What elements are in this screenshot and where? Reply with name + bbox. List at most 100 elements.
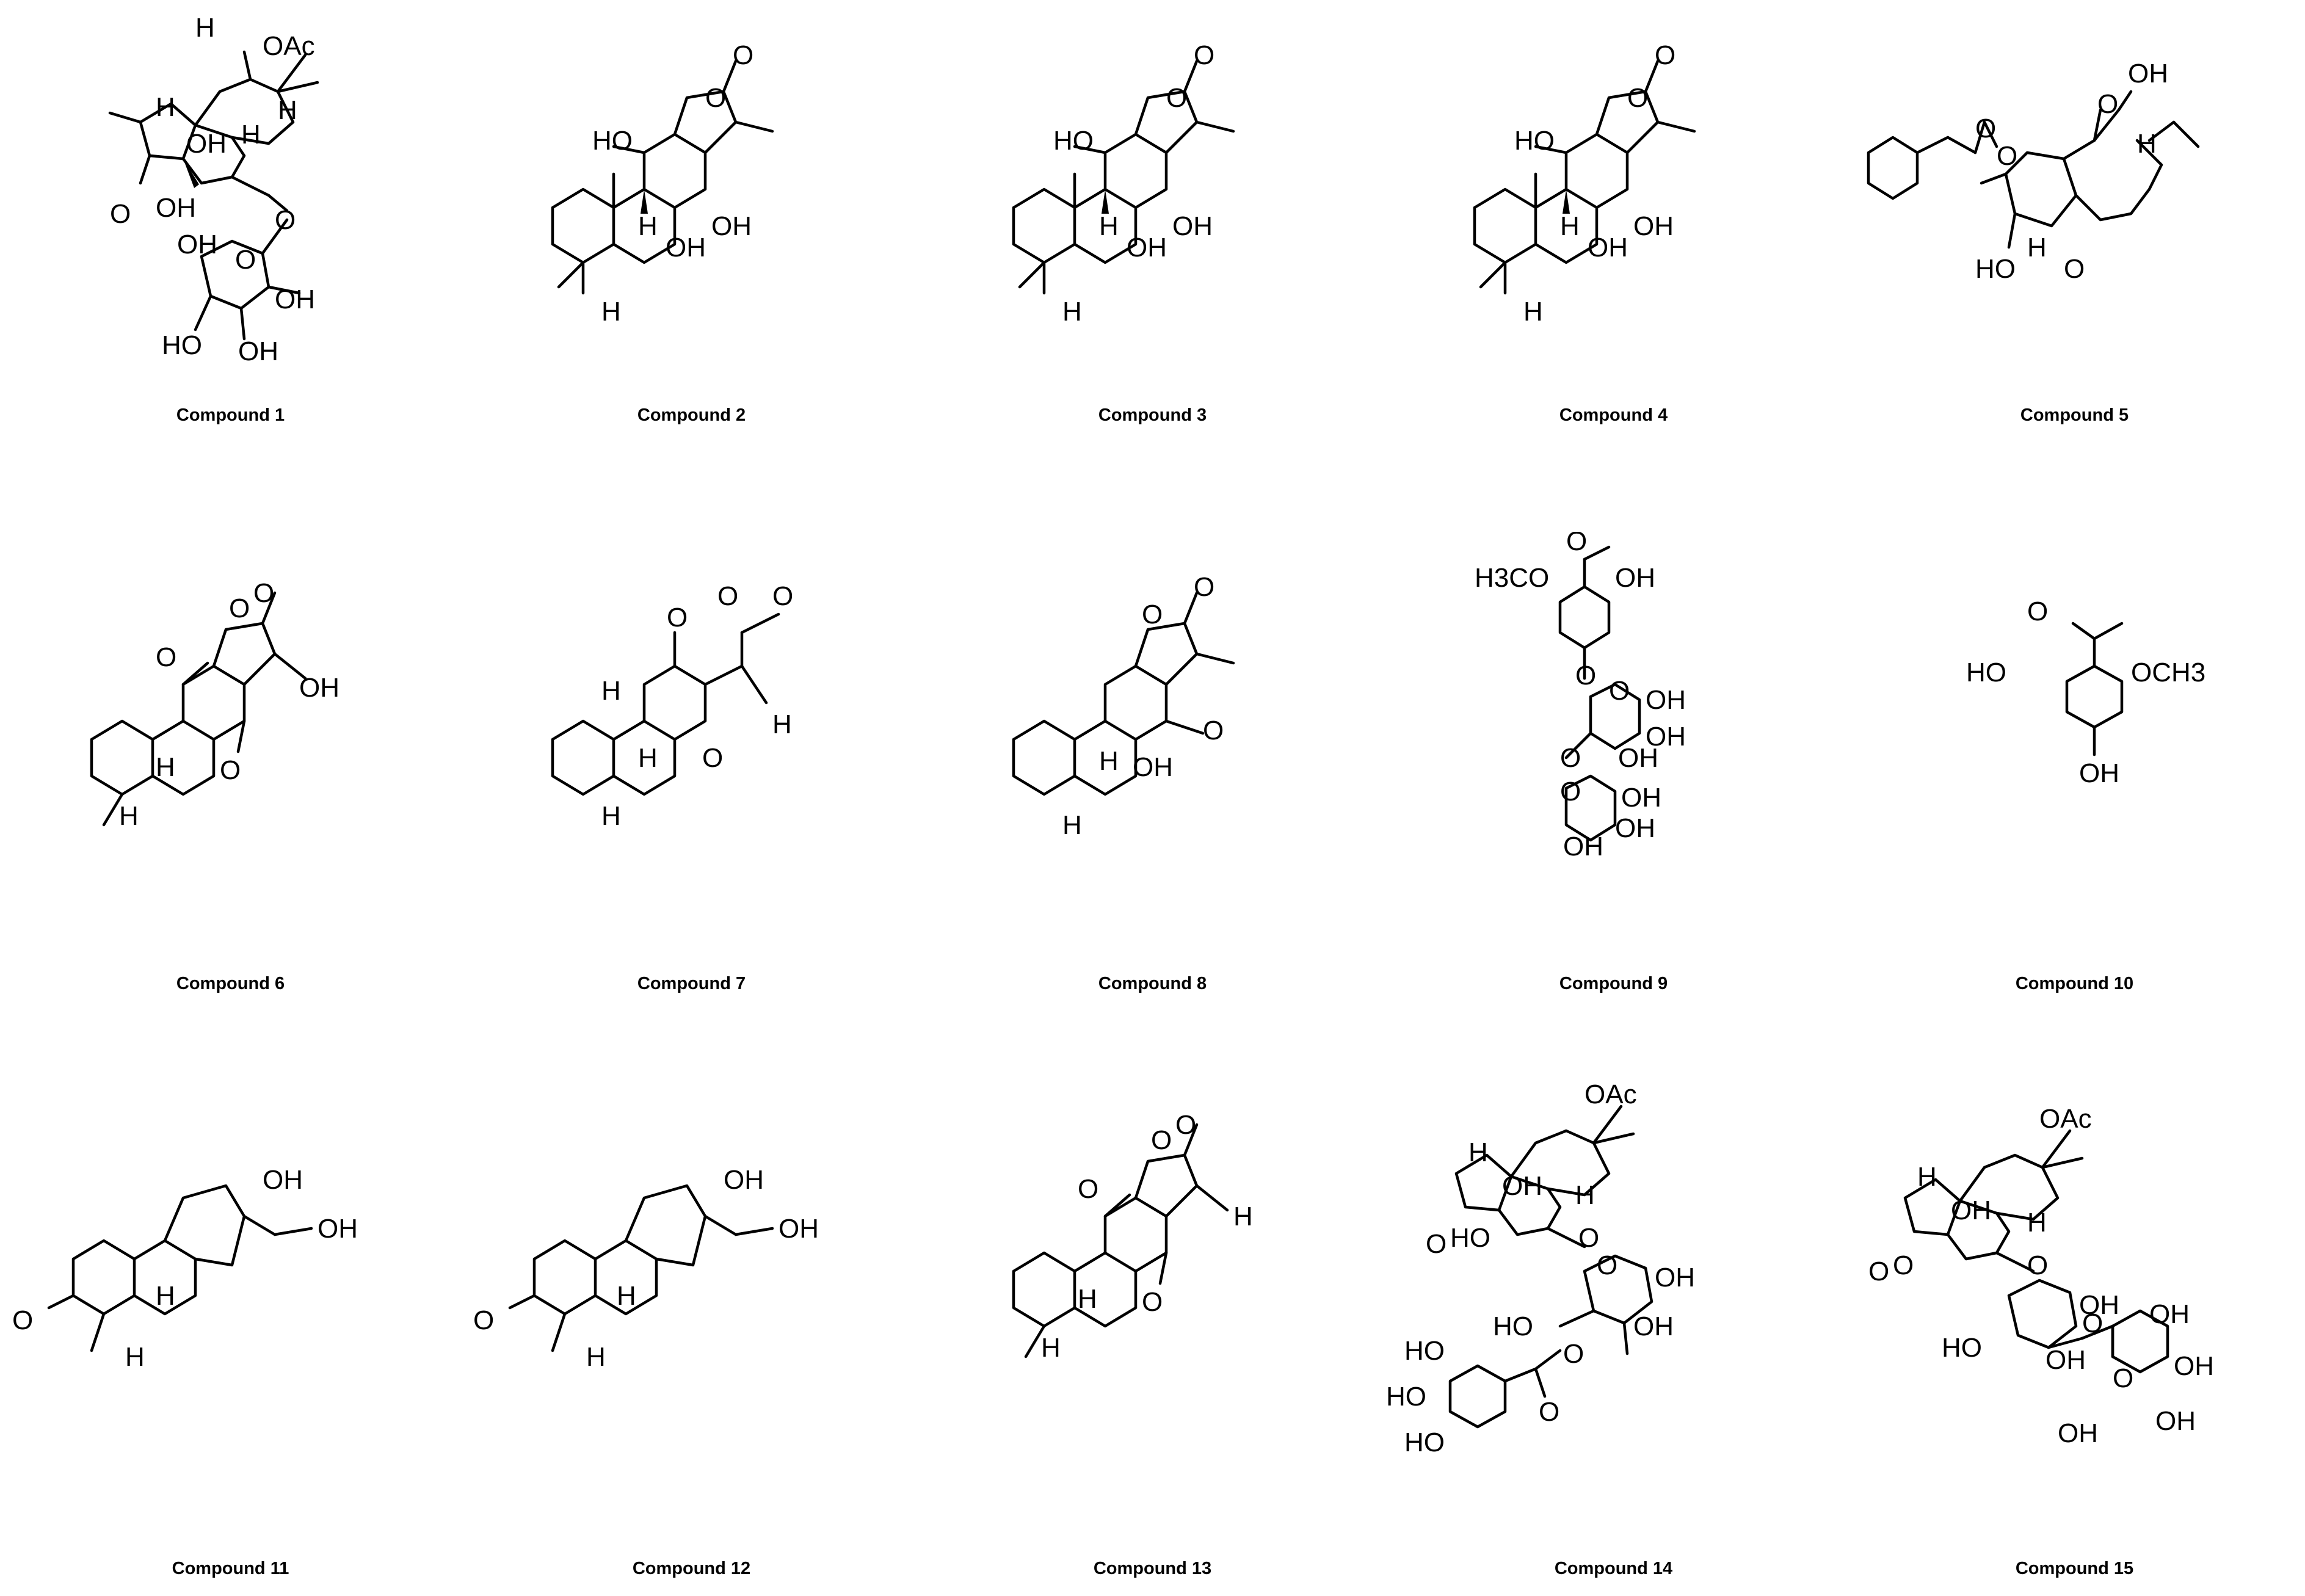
compound-cell-15: OAc H OH H O O O HO OH OH O OH OH OH O O… (1844, 1064, 2305, 1595)
compound-label: Compound 12 (632, 1559, 751, 1578)
atom-label: H (2027, 1208, 2047, 1238)
atom-label: O (1175, 1110, 1196, 1140)
atom-label: O (1194, 572, 1214, 602)
atom-label: OH (1127, 233, 1167, 263)
atom-label: O (253, 578, 274, 608)
structure-10: O HO OCH3 OH (1966, 597, 2205, 788)
atom-label: OH (275, 285, 315, 314)
atom-label: H (2027, 233, 2047, 263)
atom-label: H (119, 801, 139, 831)
atom-label: OH (2045, 1345, 2086, 1375)
atom-label: OH (2149, 1299, 2190, 1329)
atom-label: O (705, 83, 726, 113)
structure-5: O O O OH H HO H O (1867, 59, 2200, 284)
structure-9: O H3CO OH O O OH O OH OH O OH OH OH (1475, 532, 1686, 861)
atom-label: O (1560, 777, 1581, 807)
atom-label: O (2064, 254, 2085, 284)
structure-2: O O HO H OH OH H (551, 40, 774, 327)
atom-label: OH (1588, 233, 1628, 263)
compound-label: Compound 8 (1098, 974, 1207, 993)
atom-label: O (235, 245, 256, 275)
atom-label: HO (1450, 1223, 1490, 1253)
atom-label: OH (1615, 813, 1655, 843)
atom-label: OH (1615, 563, 1655, 593)
atom-label: H (278, 95, 297, 125)
atom-label: OCH3 (2131, 658, 2205, 687)
atom-label: O (1203, 716, 1224, 745)
atom-label: O (12, 1305, 33, 1335)
compound-label: Compound 15 (2015, 1559, 2134, 1578)
atom-label: HO (1404, 1336, 1445, 1366)
atom-label: HO (1514, 126, 1555, 156)
atom-label: OH (2079, 758, 2119, 788)
atom-label: O (1166, 83, 1187, 113)
atom-label: OH (2155, 1406, 2196, 1436)
atom-label: OH (666, 233, 706, 263)
atom-label: O (1893, 1250, 1914, 1280)
atom-label: O (1142, 600, 1163, 629)
atom-label: OH (1951, 1195, 1991, 1225)
atom-label: OH (238, 336, 278, 366)
atom-label: O (1997, 141, 2017, 171)
atom-label: HO (1942, 1333, 1982, 1363)
atom-label: H (156, 1281, 175, 1311)
atom-label: O (275, 205, 296, 235)
atom-label: H (1468, 1137, 1488, 1167)
atom-label: HO (162, 330, 202, 360)
compound-cell-13: O O O H H O H Compound 13 (922, 1064, 1383, 1595)
compound-cell-2: O O HO H OH OH H Compound 2 (461, 0, 922, 532)
atom-label: HO (1386, 1382, 1426, 1412)
atom-label: O (1578, 1223, 1599, 1253)
compound-label: Compound 10 (2015, 974, 2134, 993)
compound-label: Compound 2 (637, 405, 746, 425)
atom-label: O (717, 581, 738, 611)
atom-label: O (110, 199, 131, 229)
atom-label: H (1062, 810, 1082, 840)
atom-label: OH (318, 1214, 358, 1244)
atom-label: O (1426, 1229, 1447, 1259)
compound-label: Compound 13 (1093, 1559, 1212, 1578)
structure-3: O O HO H OH OH H (1012, 40, 1235, 327)
atom-label: H (1917, 1162, 1937, 1192)
atom-label: O (2027, 597, 2048, 626)
atom-label: OAc (2039, 1104, 2092, 1134)
atom-label: OH (2058, 1418, 2098, 1448)
atom-label: OH (711, 211, 752, 241)
atom-label: O (1627, 83, 1648, 113)
atom-label: OH (1621, 783, 1661, 813)
atom-label: O (1142, 1287, 1163, 1317)
atom-label: H (638, 211, 658, 241)
atom-label: H (1099, 746, 1119, 776)
compound-cell-10: O HO OCH3 OH Compound 10 (1844, 532, 2305, 1064)
atom-label: OH (779, 1214, 819, 1244)
compound-cell-4: O O HO H OH OH H Compound 4 (1383, 0, 1844, 532)
atom-label: H (1560, 211, 1580, 241)
compound-label: Compound 6 (176, 974, 285, 993)
atom-label: OH (1646, 722, 1686, 752)
atom-label: OH (177, 230, 217, 259)
compound-label: Compound 5 (2020, 405, 2129, 425)
atom-label: O (2097, 89, 2118, 119)
atom-label: H (1078, 1284, 1097, 1314)
compound-label: Compound 7 (637, 974, 746, 993)
atom-label: O (1078, 1174, 1098, 1204)
compound-cell-14: OAc H OH H O HO O O OH HO OH HO O HO HO … (1383, 1064, 1844, 1595)
compound-label: Compound 9 (1559, 974, 1668, 993)
structure-6: O O O OH H O H (90, 578, 339, 831)
atom-label: HO (1966, 658, 2006, 687)
atom-label: H (1575, 1180, 1595, 1210)
atom-label: O (1566, 532, 1587, 556)
atom-label: O (2027, 1250, 2048, 1280)
atom-label: O (229, 593, 250, 623)
compound-cell-5: O O O OH H HO H O Compound 5 (1844, 0, 2305, 532)
compound-cell-3: O O HO H OH OH H Compound 3 (922, 0, 1383, 532)
atom-label: O (220, 755, 241, 785)
atom-label: H (601, 801, 621, 831)
atom-label: OH (1502, 1171, 1542, 1201)
atom-label: OH (186, 129, 227, 159)
structure-1: H OAc H H OH H O OH O OH O OH HO OH (108, 13, 319, 366)
atom-label: O (702, 743, 723, 773)
compound-cell-11: OH OH O H H Compound 11 (0, 1064, 461, 1595)
structure-15: OAc H OH H O O O HO OH OH O OH OH OH O O… (1868, 1104, 2214, 1448)
compound-cell-7: O O O H H H O H Compound 7 (461, 532, 922, 1064)
